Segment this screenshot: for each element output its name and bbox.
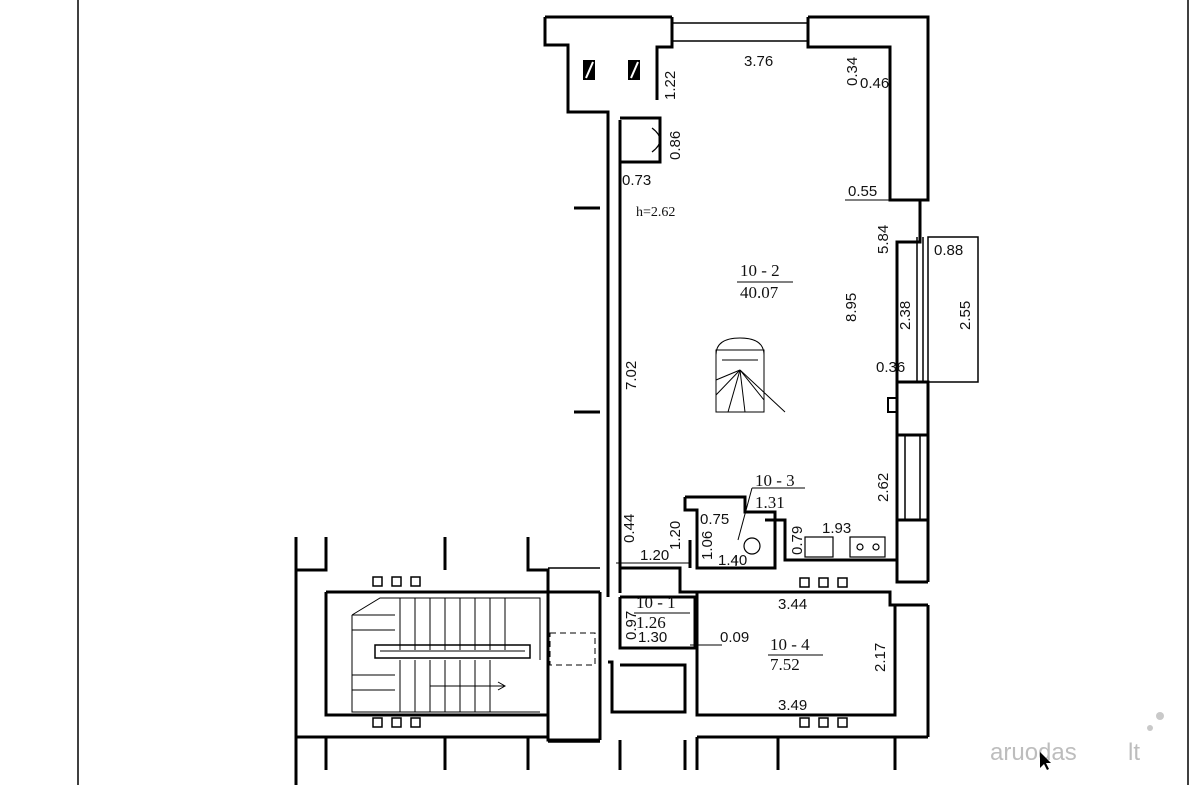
room-10-1: 10 - 1 1.26	[634, 593, 690, 632]
svg-text:0.86: 0.86	[667, 131, 684, 160]
ceiling-height: h=2.62	[636, 205, 675, 220]
svg-text:1.20: 1.20	[640, 547, 669, 564]
svg-text:7.02: 7.02	[623, 361, 640, 390]
svg-text:0.44: 0.44	[621, 514, 638, 543]
room-area: 1.31	[755, 493, 785, 512]
svg-text:0.75: 0.75	[700, 511, 729, 528]
svg-text:1.30: 1.30	[638, 629, 667, 646]
svg-text:1.93: 1.93	[822, 520, 851, 537]
svg-text:0.88: 0.88	[934, 242, 963, 259]
room-area: 40.07	[740, 283, 779, 302]
dimensions: 3.76 0.34 0.46 1.22 0.86 0.73 0.55 5.84 …	[621, 53, 974, 714]
vents	[372, 576, 848, 728]
svg-text:0.36: 0.36	[876, 359, 905, 376]
svg-text:1.22: 1.22	[662, 71, 679, 100]
stair-left	[351, 597, 596, 713]
fixtures	[651, 127, 886, 566]
svg-text:0.09: 0.09	[720, 629, 749, 646]
svg-text:3.44: 3.44	[778, 596, 807, 613]
svg-text:1.40: 1.40	[718, 552, 747, 569]
svg-text:5.84: 5.84	[875, 225, 892, 254]
svg-text:1.20: 1.20	[667, 521, 684, 550]
svg-text:0.46: 0.46	[860, 75, 889, 92]
room-10-4: 10 - 4 7.52	[768, 635, 823, 674]
svg-text:2.55: 2.55	[957, 301, 974, 330]
svg-text:0.34: 0.34	[844, 57, 861, 86]
svg-text:2.62: 2.62	[875, 473, 892, 502]
room-label: 10 - 3	[755, 471, 795, 490]
spiral-stair	[715, 337, 786, 413]
room-label: 10 - 1	[636, 593, 676, 612]
svg-text:0.97: 0.97	[623, 611, 640, 640]
svg-text:lt: lt	[1128, 739, 1140, 766]
cursor-icon	[1040, 752, 1051, 770]
svg-text:1.06: 1.06	[699, 531, 716, 560]
room-area: 1.26	[636, 613, 666, 632]
room-10-3: 10 - 3 1.31	[755, 471, 795, 512]
room-label: 10 - 4	[770, 635, 810, 654]
svg-text:0.79: 0.79	[789, 526, 806, 555]
svg-text:2.38: 2.38	[897, 301, 914, 330]
svg-text:aruodas: aruodas	[990, 739, 1077, 766]
svg-text:8.95: 8.95	[843, 293, 860, 322]
svg-text:3.76: 3.76	[744, 53, 773, 70]
watermark: aruodas lt	[990, 712, 1164, 766]
room-label: 10 - 2	[740, 261, 780, 280]
room-area: 7.52	[770, 655, 800, 674]
svg-text:3.49: 3.49	[778, 697, 807, 714]
svg-text:0.73: 0.73	[622, 172, 651, 189]
svg-text:2.17: 2.17	[872, 643, 889, 672]
walls	[294, 15, 979, 785]
room-10-2: 10 - 2 40.07	[737, 261, 793, 302]
svg-text:0.55: 0.55	[848, 183, 877, 200]
